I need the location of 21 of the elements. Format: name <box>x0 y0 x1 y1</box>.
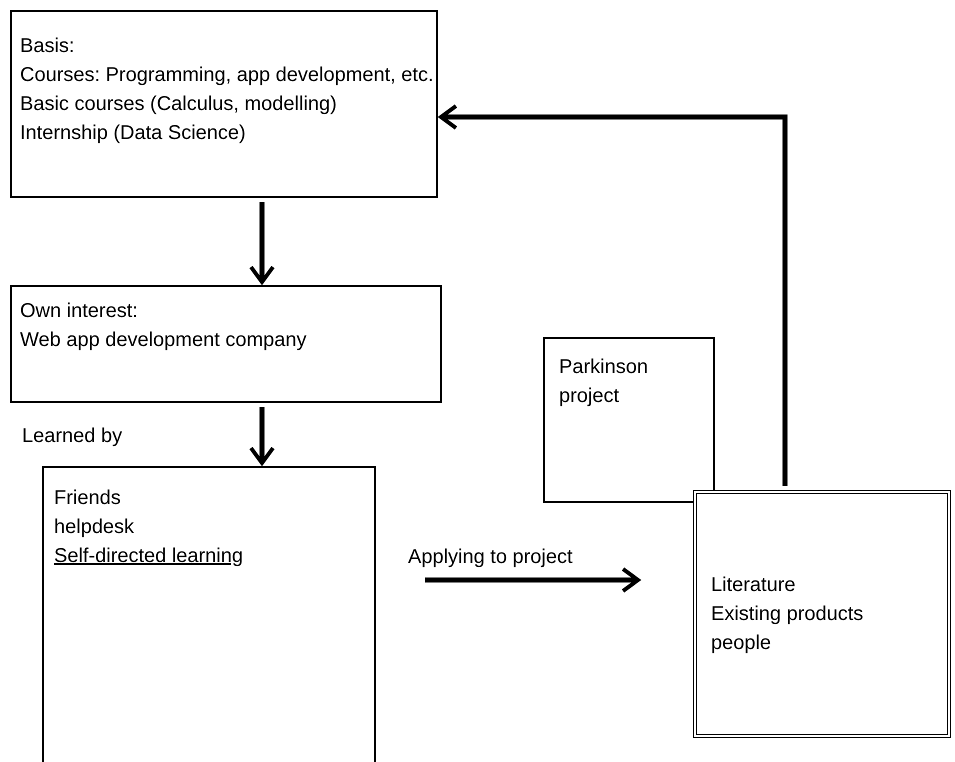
arrow <box>249 407 275 465</box>
box-heading: Basis: <box>20 34 76 59</box>
box-heading: Own interest: <box>20 299 139 324</box>
box-text: Basic courses (Calculus, modelling) <box>20 92 338 117</box>
box-text: helpdesk <box>54 515 136 540</box>
box-text: Parkinson project <box>558 355 649 409</box>
box-text: Literature <box>711 572 796 598</box>
box-text: Friends <box>54 486 122 511</box>
box-text: Internship (Data Science) <box>20 121 247 146</box>
text-box <box>693 490 951 738</box>
box-text: Web app development company <box>20 328 308 353</box>
box-text: people <box>711 630 772 656</box>
text-box <box>543 337 715 503</box>
heading: Learned by <box>22 424 122 449</box>
box-text: Existing products <box>711 602 864 626</box>
arrow <box>249 202 275 284</box>
arrow <box>439 104 788 486</box>
text-box <box>10 285 442 403</box>
box-text: Self-directed learning <box>54 544 244 569</box>
arrow <box>425 567 640 593</box>
text-box <box>10 10 438 198</box>
